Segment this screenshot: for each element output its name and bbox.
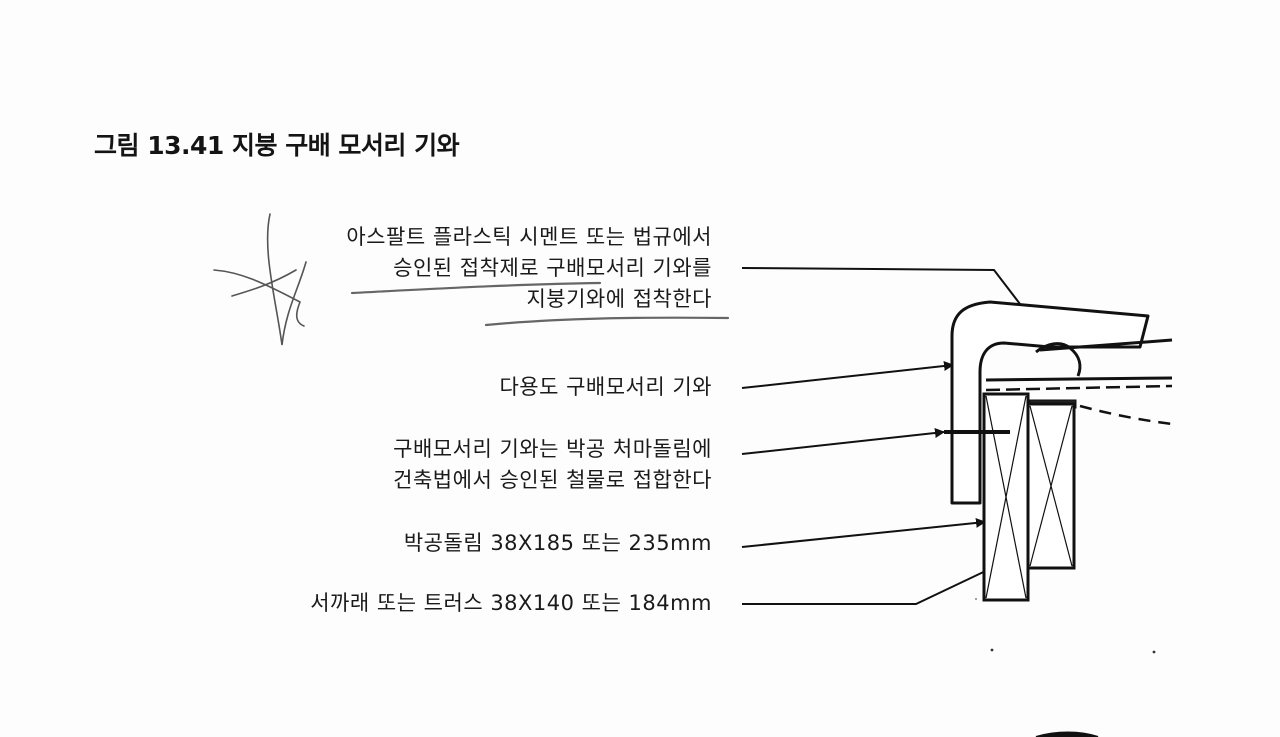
pencil-underline-1 — [350, 281, 602, 295]
rafter-or-truss — [1026, 402, 1076, 570]
pencil-underline-2 — [484, 316, 730, 327]
leader-fascia-board — [741, 517, 986, 548]
asphalt-cement-bead — [1035, 342, 1082, 377]
shingle-top-layer — [1039, 338, 1173, 352]
roof-sheathing-bottom — [985, 384, 1173, 392]
callout-multi-purpose-edging: 다용도 구배모서리 기와 — [499, 372, 712, 403]
scan-edge-mark — [1035, 731, 1099, 737]
callout-fastening: 구배모서리 기와는 박공 처마돌림에 건축법에서 승인된 철물로 접합한다 — [393, 434, 712, 496]
callout-asphalt-line-1: 아스팔트 플라스틱 시멘트 또는 법규에서 — [346, 225, 712, 249]
callout-fastening-line-1: 구배모서리 기와는 박공 처마돌림에 — [393, 437, 712, 461]
callout-asphalt-line-2: 승인된 접착제로 구배모서리 기와를 — [393, 256, 712, 280]
figure-title: 그림 13.41 지붕 구배 모서리 기와 — [94, 131, 460, 160]
callout-fastening-line-2: 건축법에서 승인된 철물로 접합한다 — [393, 468, 712, 492]
leader-fastening — [741, 428, 945, 455]
scan-dot-2 — [1152, 650, 1156, 654]
callout-rafter-line-1: 서까래 또는 트러스 38X140 또는 184mm — [310, 591, 712, 615]
callout-asphalt-line-3: 지붕기와에 접착한다 — [526, 287, 712, 311]
leader-multi-purpose-edging — [741, 361, 954, 389]
callout-rafter-or-truss: 서까래 또는 트러스 38X140 또는 184mm — [310, 588, 712, 619]
pencil-scribble — [213, 213, 307, 346]
callout-fascia-board: 박공돌림 38X185 또는 235mm — [404, 528, 712, 559]
roof-sheathing-top — [985, 376, 1173, 382]
roof-slope-dashed — [1079, 404, 1173, 426]
drip-edge-profile — [950, 300, 1150, 505]
callout-edging-line-1: 다용도 구배모서리 기와 — [499, 375, 712, 399]
fascia-board — [982, 392, 1030, 602]
callout-fascia-line-1: 박공돌림 38X185 또는 235mm — [403, 531, 712, 555]
scan-dot-1 — [990, 648, 994, 652]
callout-asphalt-cement: 아스팔트 플라스틱 시멘트 또는 법규에서 승인된 접착제로 구배모서리 기와를… — [346, 222, 712, 315]
